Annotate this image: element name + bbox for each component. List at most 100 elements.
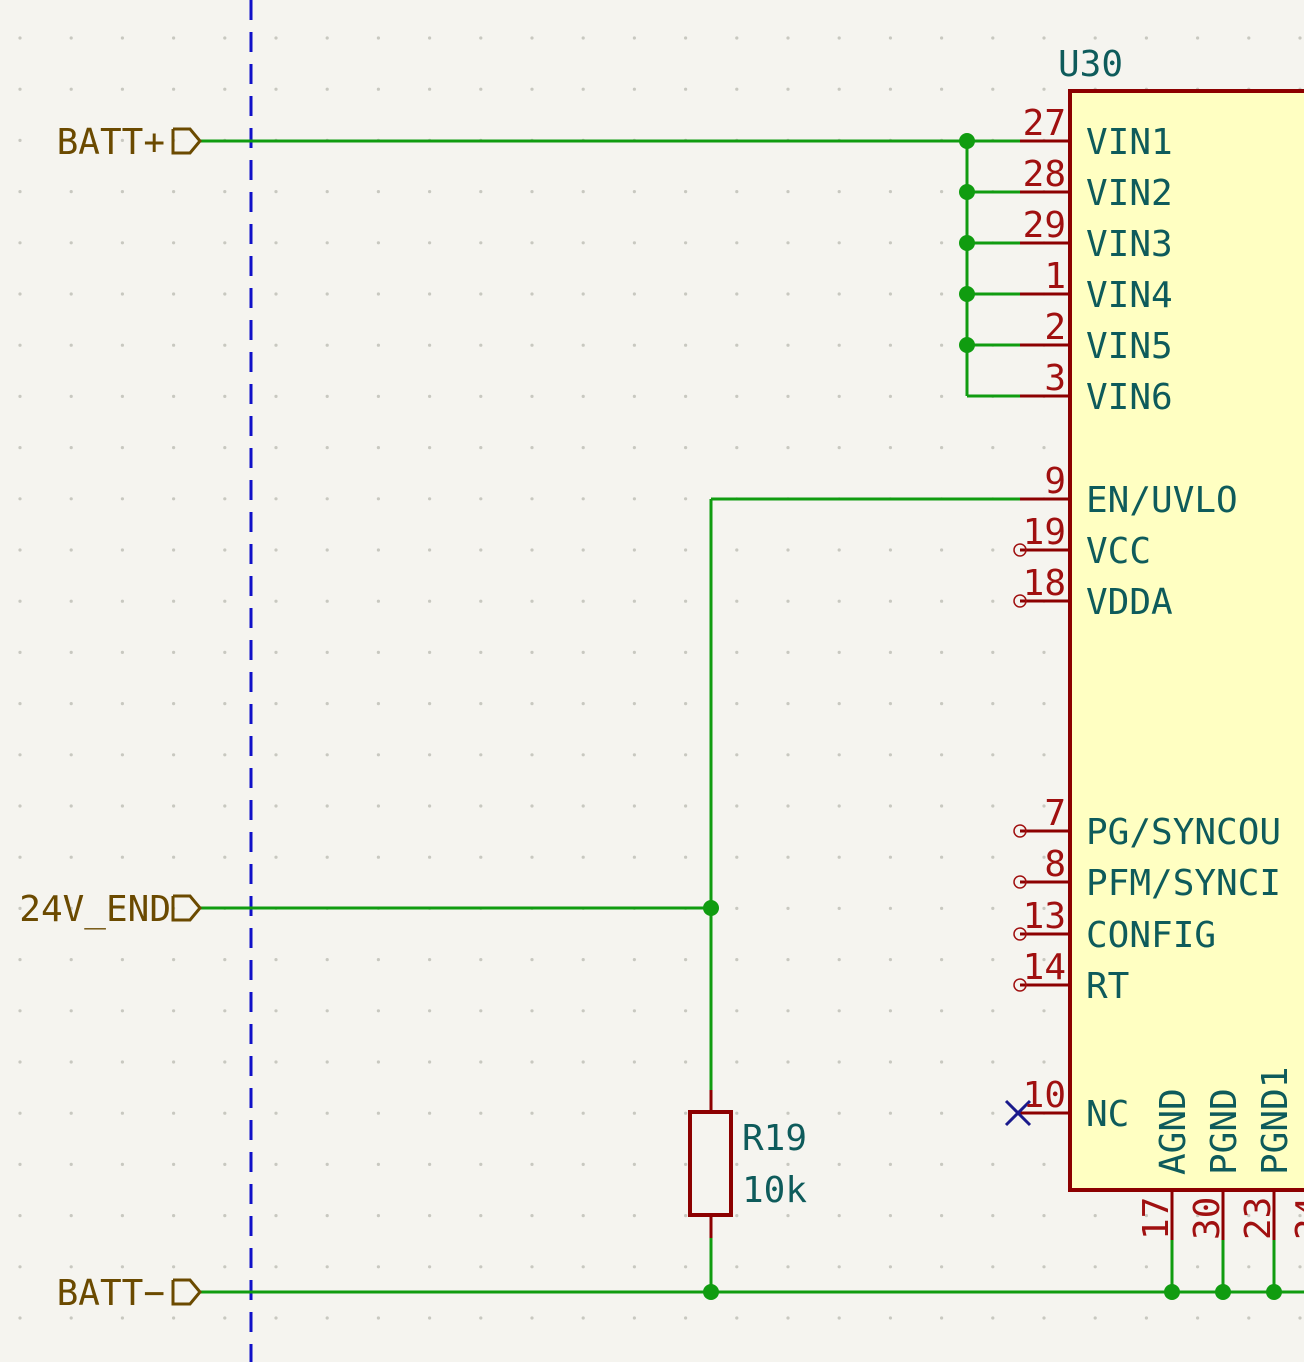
grid-dot — [325, 343, 329, 347]
grid-dot — [274, 1316, 278, 1320]
grid-dot — [479, 1214, 483, 1218]
grid-dot — [632, 1060, 637, 1064]
grid-dot — [120, 36, 124, 40]
grid-dot — [274, 958, 278, 962]
grid-dot — [479, 702, 483, 706]
grid-dot — [69, 36, 73, 40]
grid-dot — [223, 292, 227, 296]
grid-dot — [18, 855, 22, 859]
grid-dot — [1144, 1265, 1148, 1269]
grid-dot — [786, 1009, 790, 1013]
grid-dot — [274, 548, 278, 552]
grid-dot — [888, 343, 893, 347]
grid-dot — [735, 753, 739, 757]
grid-dot — [69, 702, 73, 706]
grid-dot — [120, 1060, 124, 1064]
u30-body[interactable] — [1068, 89, 1304, 1192]
grid-dot — [684, 1316, 688, 1320]
pin-name: EN/UVLO — [1086, 480, 1238, 521]
grid-dot — [376, 292, 380, 296]
grid-dot — [530, 190, 534, 194]
grid-dot — [223, 1162, 227, 1166]
grid-dot — [735, 394, 739, 398]
grid-dot — [888, 1265, 893, 1269]
grid-dot — [837, 1316, 841, 1320]
grid-dot — [325, 1316, 329, 1320]
grid-dot — [325, 804, 329, 808]
label-24v-end-shape — [171, 894, 202, 922]
grid-dot — [581, 1111, 585, 1115]
grid-dot — [1042, 702, 1046, 706]
grid-dot — [1144, 1214, 1148, 1218]
grid-dot — [479, 190, 483, 194]
grid-dot — [376, 446, 380, 450]
grid-dot — [632, 548, 637, 552]
grid-dot — [69, 855, 73, 859]
grid-dot — [786, 958, 790, 962]
grid-dot — [325, 394, 329, 398]
grid-dot — [940, 36, 944, 40]
r19-body[interactable] — [688, 1110, 733, 1217]
grid-dot — [223, 241, 227, 245]
label-batt-plus[interactable]: BATT+ — [57, 122, 202, 163]
grid-dot — [69, 1214, 73, 1218]
label-batt-minus[interactable]: BATT− — [57, 1273, 202, 1314]
label-24v-end[interactable]: 24V_END — [19, 889, 202, 930]
grid-dot — [1042, 906, 1046, 911]
grid-dot — [530, 1111, 534, 1115]
grid-dot — [581, 241, 585, 245]
grid-dot — [1093, 36, 1097, 40]
r19-resistor[interactable]: R19 10k — [688, 1090, 807, 1238]
grid-dot — [223, 1060, 227, 1064]
pin-name: NC — [1086, 1094, 1129, 1135]
grid-dot — [837, 446, 841, 450]
grid-dot — [888, 1009, 893, 1013]
grid-dot — [735, 1162, 739, 1166]
grid-dot — [684, 497, 688, 501]
grid-dot — [1042, 87, 1046, 91]
grid-dot — [1093, 1316, 1097, 1320]
unconnected-pin-icon — [1013, 978, 1027, 992]
junction-dot — [959, 286, 975, 302]
grid-dot — [18, 1111, 22, 1115]
grid-dot — [735, 1265, 739, 1269]
grid-dot — [69, 394, 73, 398]
pin-number: 7 — [1044, 793, 1066, 834]
label-batt-plus-shape — [171, 127, 202, 155]
grid-dot — [530, 292, 534, 296]
grid-dot — [120, 394, 124, 398]
grid-dot — [1042, 1214, 1046, 1218]
grid-dot — [786, 753, 790, 757]
grid-dot — [888, 446, 893, 450]
grid-dot — [120, 1214, 124, 1218]
u30-pin[interactable]: 24 — [1289, 1190, 1304, 1240]
grid-dot — [632, 241, 637, 245]
grid-dot — [325, 702, 329, 706]
grid-dot — [428, 548, 432, 552]
grid-dot — [530, 1162, 534, 1166]
grid-dot — [991, 1214, 995, 1218]
pin-number: 23 — [1238, 1197, 1279, 1240]
grid-dot — [888, 753, 893, 757]
junctions — [703, 133, 1282, 1300]
grid-dot — [684, 1162, 688, 1166]
grid-dot — [18, 343, 22, 347]
